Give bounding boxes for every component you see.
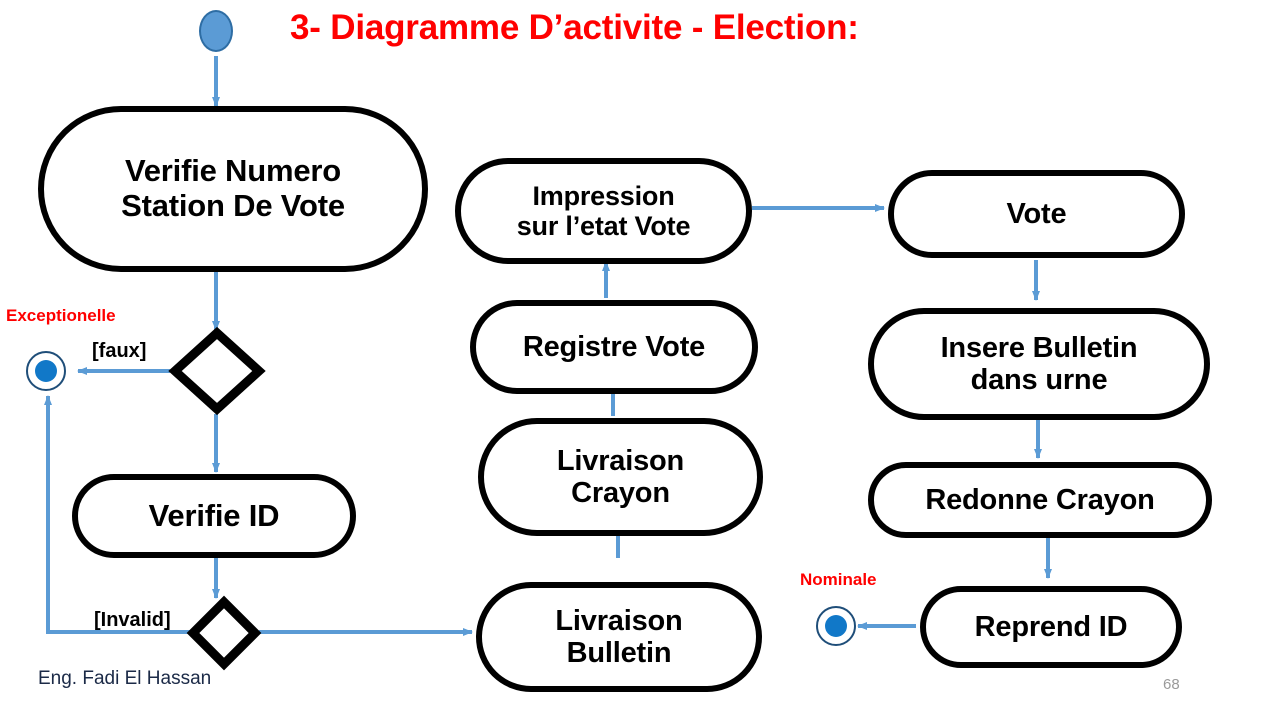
activity-label: Registre Vote [522, 330, 706, 363]
activity-label-line1: Impression [532, 180, 675, 211]
activity-reprend-id[interactable]: Reprend ID [920, 586, 1182, 668]
exceptionelle-label: Exceptionelle [6, 306, 116, 325]
final-node-disc [824, 614, 848, 638]
activity-label-line2: sur l’etat Vote [516, 211, 691, 241]
activity-label-line1: Livraison [556, 444, 685, 477]
activity-label-line2: Station De Vote [121, 188, 345, 223]
page-title: 3- Diagramme D’activite - Election: [290, 8, 859, 47]
activity-registre-vote[interactable]: Registre Vote [470, 300, 758, 394]
activity-label-line1: Verifie Numero [124, 153, 341, 189]
footer-author: Eng. Fadi El Hassan [38, 668, 212, 689]
final-node-disc [34, 359, 58, 383]
nominale-label: Nominale [800, 570, 877, 589]
activity-verifie-numero-station-de-vote[interactable]: Verifie Numero Station De Vote [38, 106, 428, 272]
activity-label: Vote [1006, 197, 1067, 230]
activity-verifie-id[interactable]: Verifie ID [72, 474, 356, 558]
activity-label-line1: Livraison [555, 604, 683, 637]
activity-label-line2: Crayon [571, 477, 670, 509]
activity-redonne-crayon[interactable]: Redonne Crayon [868, 462, 1212, 538]
activity-livraison-crayon[interactable]: Livraison Crayon [478, 418, 763, 536]
guard-invalid: [Invalid] [94, 609, 171, 631]
activity-impression-sur-etat-vote[interactable]: Impression sur l’etat Vote [455, 158, 752, 264]
activity-livraison-bulletin[interactable]: Livraison Bulletin [476, 582, 762, 692]
activity-label: Verifie ID [148, 497, 280, 533]
activity-insere-bulletin-dans-urne[interactable]: Insere Bulletin dans urne [868, 308, 1210, 420]
activity-label: Redonne Crayon [925, 483, 1155, 516]
final-node-exceptionelle [26, 351, 66, 391]
page-number: 68 [1163, 676, 1180, 693]
decision-node-verifie-numero[interactable] [168, 326, 266, 416]
activity-label-line2: dans urne [970, 364, 1108, 396]
activity-label-line2: Bulletin [566, 637, 672, 669]
final-node-nominale [816, 606, 856, 646]
activity-label-line1: Insere Bulletin [940, 331, 1138, 364]
activity-vote[interactable]: Vote [888, 170, 1185, 258]
guard-faux: [faux] [92, 340, 147, 362]
activity-label: Reprend ID [974, 610, 1128, 643]
decision-node-verifie-id[interactable] [186, 595, 262, 671]
initial-node [199, 10, 233, 52]
